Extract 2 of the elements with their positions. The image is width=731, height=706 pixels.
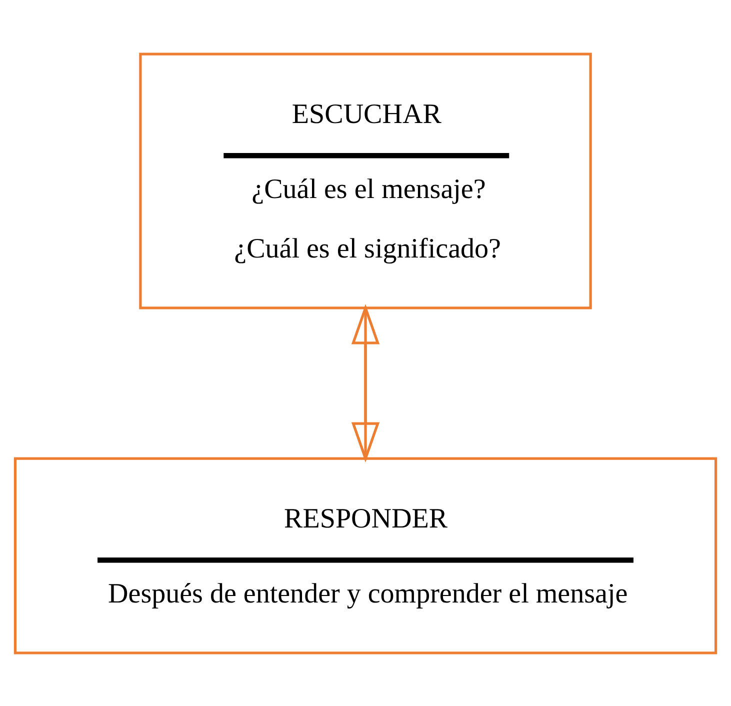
node-box: ESCUCHAR ¿Cuál es el mensaje? ¿Cuál es el significado? (139, 52, 592, 309)
node-box: RESPONDER Después de entender y comprender el mensaje (14, 456, 718, 654)
